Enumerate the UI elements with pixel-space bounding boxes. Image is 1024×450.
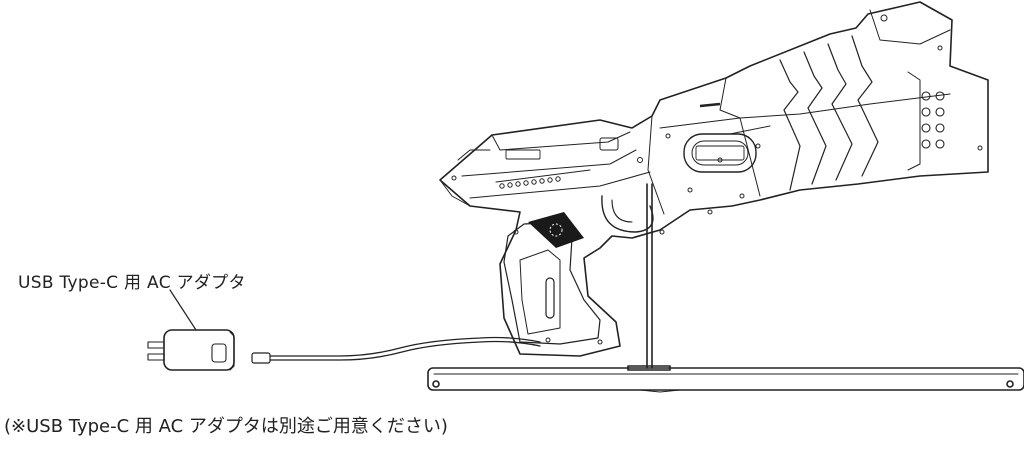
usb-c-cable [251,336,541,364]
adapter-label: USB Type-C 用 AC アダプタ [18,273,246,293]
adapter-callout-line [169,289,197,331]
gun-body [439,1,989,357]
ac-adapter-illustration [147,329,235,371]
gun-screws [451,14,983,345]
display-stand-base [427,367,1024,393]
adapter-footnote: (※USB Type-C 用 AC アダプタは別途ご用意ください) [4,416,448,437]
barrel-port-holes [921,91,945,149]
gun-filled-details [505,102,745,248]
led-indicator-row [499,176,561,189]
